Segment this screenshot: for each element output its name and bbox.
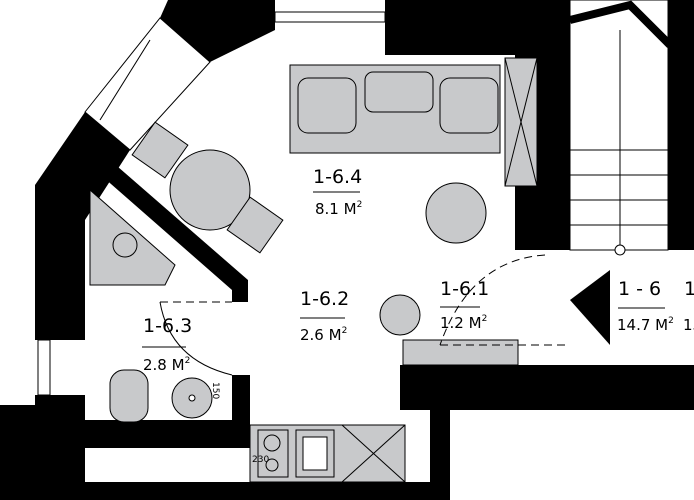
room-id-cut: 1: [684, 278, 694, 300]
boiler: [112, 232, 138, 258]
wall-left-bottom-stub: [0, 405, 40, 500]
pouf-small: [379, 294, 421, 336]
door-swings: [159, 254, 570, 376]
room-labels: 1-6.4 8.1 M2 1-6.2 2.6 M2 1-6.1 1.2 M2 1…: [142, 166, 694, 465]
wall-bottom: [85, 482, 435, 500]
stair-top-rail: [569, 0, 673, 48]
window-top: [274, 11, 386, 23]
wall-right-mid: [400, 365, 694, 410]
window-line: [99, 39, 151, 121]
room-area-cut: 15: [683, 316, 694, 334]
dimension-label: 150: [210, 382, 220, 399]
window-left: [37, 339, 51, 396]
dimension-label: 230: [252, 455, 269, 465]
round-table: [169, 149, 251, 231]
room-area: 8.1 M2: [315, 200, 362, 218]
chair: [131, 121, 189, 179]
wall-left-lower: [35, 400, 85, 500]
wall-top-mid-right: [385, 0, 570, 55]
sofa-cushion-mid: [364, 71, 434, 113]
windows: [37, 11, 386, 396]
wall-bath-bottom: [85, 420, 250, 448]
wall-bath-right: [232, 375, 250, 425]
wall-top-left: [160, 0, 275, 62]
chair: [226, 196, 284, 254]
sofa-cushion-left: [297, 77, 357, 134]
room-id: 1-6.1: [440, 278, 489, 300]
sink-bowl: [302, 436, 328, 471]
room-area: 1.2 M2: [440, 314, 487, 332]
room-id: 1-6.2: [300, 288, 349, 310]
stairs: [569, 0, 669, 256]
room-area: 14.7 M2: [617, 316, 674, 334]
entrance-arrow: [570, 270, 610, 345]
wall-right-lower: [430, 405, 450, 500]
stair-area: [569, 0, 669, 251]
burner: [263, 434, 281, 452]
washbasin-drain: [188, 394, 196, 402]
pouf: [425, 182, 487, 244]
wardrobe-cross: [504, 57, 538, 187]
burner: [265, 458, 279, 472]
stair-post: [614, 244, 626, 256]
room-area: 2.8 M2: [143, 356, 190, 374]
room-id: 1 - 6: [618, 278, 661, 300]
wall-inner-diagonal: [95, 160, 248, 302]
entrance-door-swing: [439, 254, 546, 346]
fridge-cross: [341, 424, 406, 483]
wall-stair-right: [668, 0, 694, 250]
toilet: [109, 369, 149, 423]
bath-door-swing: [159, 301, 233, 376]
room-area: 2.6 M2: [300, 326, 347, 344]
sofa-cushion-right: [439, 77, 499, 134]
shoe-rack: [402, 339, 519, 366]
furniture: [89, 57, 538, 483]
window-diagonal: [84, 17, 211, 151]
room-id: 1-6.4: [313, 166, 362, 188]
room-id: 1-6.3: [143, 315, 192, 337]
